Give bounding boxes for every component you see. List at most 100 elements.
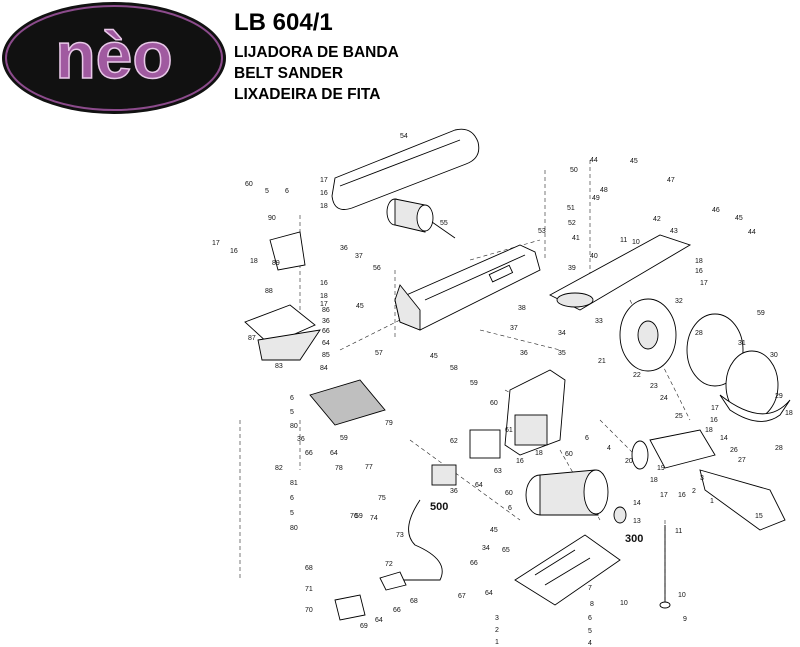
label-69: 69 (360, 623, 368, 630)
label-6d: 6 (290, 495, 294, 502)
label-16e: 16 (320, 190, 328, 197)
label-66: 66 (470, 560, 478, 567)
label-59b: 59 (355, 513, 363, 520)
label-36e: 36 (450, 488, 458, 495)
belt-guard (269, 231, 306, 271)
label-77: 77 (365, 464, 373, 471)
label-80b: 80 (290, 525, 298, 532)
label-68: 68 (410, 598, 418, 605)
label-89: 89 (272, 260, 280, 267)
assembly-guides (239, 160, 691, 600)
label-38: 38 (518, 305, 526, 312)
label-9: 9 (683, 616, 687, 623)
drive-drum (386, 198, 456, 239)
label-34: 34 (558, 330, 566, 337)
label-18b: 18 (785, 410, 793, 417)
label-74: 74 (370, 515, 378, 522)
label-85: 85 (322, 352, 330, 359)
label-78: 78 (335, 465, 343, 472)
main-frame (394, 244, 541, 331)
label-51: 51 (567, 205, 575, 212)
title-spanish: LIJADORA DE BANDA (234, 44, 399, 61)
label-45d: 45 (356, 303, 364, 310)
label-16g: 16 (516, 458, 524, 465)
column-bracket (504, 369, 566, 456)
sanding-belt (331, 128, 480, 210)
label-17f: 17 (212, 240, 220, 247)
sanding-disc-assembly (619, 298, 791, 422)
label-88: 88 (265, 288, 273, 295)
label-64e: 64 (330, 450, 338, 457)
label-90: 90 (268, 215, 276, 222)
label-2b: 2 (495, 627, 499, 634)
label-36b: 36 (297, 436, 305, 443)
label-58: 58 (450, 365, 458, 372)
support-rod (659, 525, 671, 609)
label-6: 6 (585, 435, 589, 442)
label-53: 53 (538, 228, 546, 235)
label-15: 15 (755, 513, 763, 520)
label-17c: 17 (660, 492, 668, 499)
label-45: 45 (630, 158, 638, 165)
label-62: 62 (450, 438, 458, 445)
label-64b: 64 (375, 617, 383, 624)
label-18f: 18 (320, 203, 328, 210)
label-76: 76 (350, 513, 358, 520)
label-10c: 10 (620, 600, 628, 607)
label-sub-300: 300 (625, 533, 643, 545)
label-6b: 6 (588, 615, 592, 622)
label-20: 20 (625, 458, 633, 465)
label-28b: 28 (695, 330, 703, 337)
label-43: 43 (670, 228, 678, 235)
label-3b: 3 (495, 615, 499, 622)
label-64: 64 (485, 590, 493, 597)
grid-plate (309, 379, 386, 426)
label-1b: 1 (495, 639, 499, 646)
label-18e: 18 (320, 293, 328, 300)
label-66b: 66 (393, 607, 401, 614)
label-16b: 16 (710, 417, 718, 424)
label-59d: 59 (340, 435, 348, 442)
label-59c: 59 (470, 380, 478, 387)
label-22: 22 (633, 372, 641, 379)
work-table (244, 304, 321, 361)
label-18c: 18 (705, 427, 713, 434)
label-64d: 64 (475, 482, 483, 489)
part-number-labels: 54 55 44 45 47 50 48 49 51 52 42 46 45 4… (212, 133, 793, 647)
label-60c: 60 (565, 451, 573, 458)
label-52: 52 (568, 220, 576, 227)
label-sub-500: 500 (430, 501, 448, 513)
label-36: 36 (520, 350, 528, 357)
label-66d: 66 (322, 328, 330, 335)
label-25: 25 (675, 413, 683, 420)
label-28: 28 (775, 445, 783, 452)
label-71: 71 (305, 586, 313, 593)
label-60d: 60 (505, 490, 513, 497)
label-87: 87 (248, 335, 256, 342)
label-11: 11 (620, 237, 627, 244)
label-5e: 5 (265, 188, 269, 195)
label-65: 65 (502, 547, 510, 554)
label-27: 27 (738, 457, 746, 464)
platen-plate (549, 234, 692, 311)
label-31: 31 (738, 340, 746, 347)
title-portuguese: LIXADEIRA DE FITA (234, 86, 381, 103)
label-14: 14 (720, 435, 728, 442)
label-60: 60 (245, 181, 253, 188)
label-61: 61 (505, 427, 513, 434)
label-17e: 17 (320, 177, 328, 184)
label-17: 17 (700, 280, 708, 287)
label-46: 46 (712, 207, 720, 214)
label-5: 5 (588, 628, 592, 635)
label-6f: 6 (508, 505, 512, 512)
power-cord (379, 499, 443, 591)
label-44b: 44 (748, 229, 756, 236)
label-81: 81 (290, 480, 298, 487)
label-10: 10 (632, 239, 640, 246)
label-29: 29 (775, 393, 783, 400)
label-30: 30 (770, 352, 778, 359)
label-36d: 36 (340, 245, 348, 252)
label-48: 48 (600, 187, 608, 194)
label-39: 39 (568, 265, 576, 272)
